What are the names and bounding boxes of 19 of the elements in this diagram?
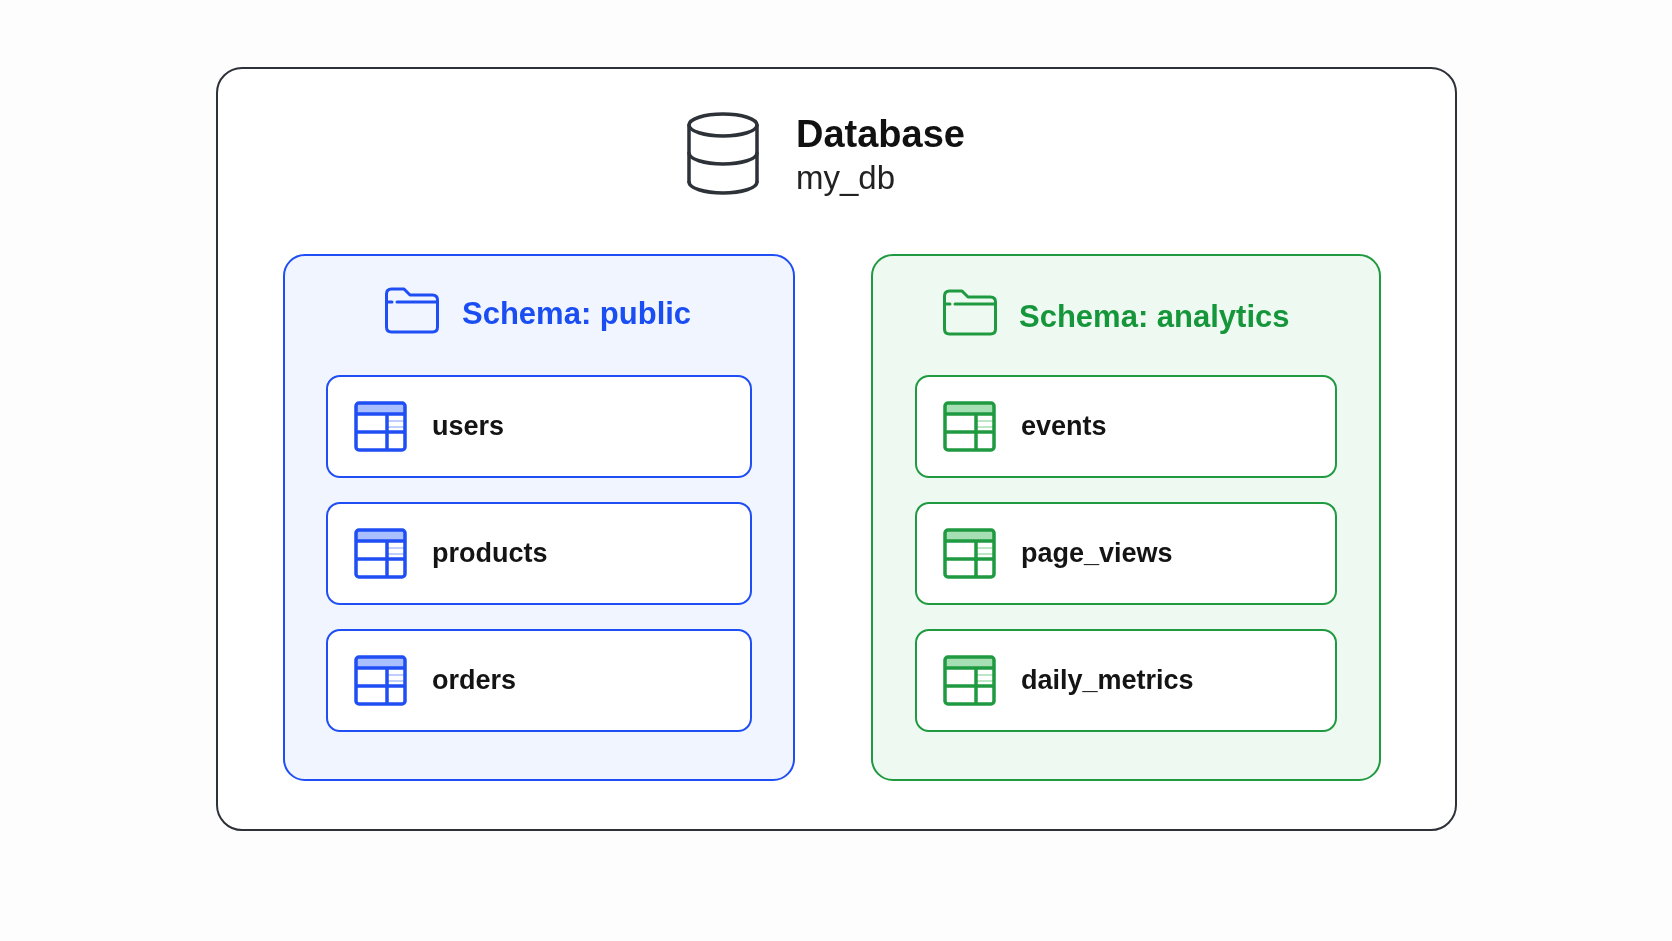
schema-title: Schema: public: [462, 296, 692, 332]
table-name: products: [432, 537, 548, 569]
table-box: [326, 629, 752, 732]
table-box: [326, 375, 752, 478]
table-name: daily_metrics: [1021, 664, 1194, 696]
table-box: [915, 375, 1337, 478]
table-name: events: [1021, 410, 1107, 442]
database-title: Database: [796, 113, 965, 157]
table-box: [915, 629, 1337, 732]
table-name: orders: [432, 664, 517, 696]
table-name: users: [432, 410, 505, 442]
schema-panel: [283, 254, 795, 781]
database-container: [216, 67, 1457, 831]
table-box: [915, 502, 1337, 605]
schema-title: Schema: analytics: [1019, 299, 1290, 335]
schema-panel: [871, 254, 1381, 781]
table-name: page_views: [1021, 537, 1173, 569]
table-box: [326, 502, 752, 605]
database-name: my_db: [796, 159, 896, 197]
